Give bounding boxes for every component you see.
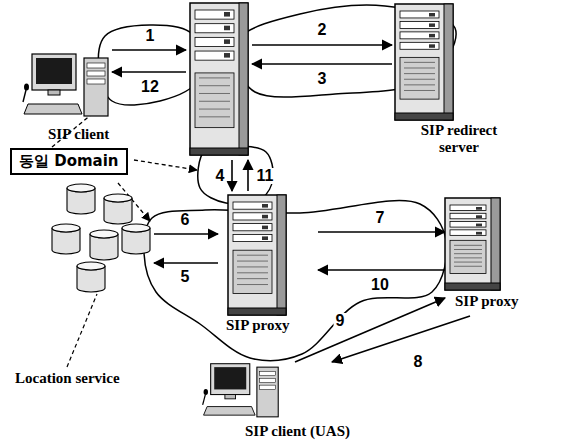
step-number: 8: [412, 354, 425, 370]
client-computer: SIP client: [15, 52, 125, 147]
message-arrow: [252, 63, 392, 65]
step-number: 4: [214, 168, 227, 184]
step-number: 9: [334, 313, 347, 329]
server-icon: [228, 195, 286, 315]
node-label: SIP proxy: [455, 293, 519, 310]
step-number: 11: [255, 168, 276, 184]
step-number: 3: [316, 71, 329, 87]
step-number: 1: [144, 28, 157, 44]
computer-icon: [203, 364, 279, 417]
message-arrow: [231, 160, 233, 191]
redirect-server: SIP redirect server: [388, 4, 521, 159]
node-label: SIP proxy: [226, 317, 290, 334]
leader-line: [67, 294, 97, 367]
proxy-server: SIP proxy: [445, 198, 545, 316]
step-number: 7: [374, 210, 387, 226]
message-arrow: [247, 160, 249, 191]
dashed-pointer: [134, 160, 197, 170]
server-icon: [190, 3, 248, 155]
domain-callout: 동일 Domain: [10, 148, 128, 175]
node-label: SIP client (UAS): [245, 423, 350, 440]
node-illustration: [12, 182, 154, 392]
database-icon: [52, 184, 150, 292]
location-service: Location service: [12, 182, 154, 392]
message-arrow: [295, 298, 445, 362]
message-arrow: [318, 269, 445, 271]
server-icon: [395, 4, 453, 120]
domain-loop: [144, 201, 447, 361]
node-label: Location service: [15, 370, 120, 387]
step-number: 12: [139, 79, 161, 95]
message-arrow: [318, 231, 445, 233]
uas-computer: SIP client (UAS): [200, 362, 385, 442]
message-arrow: [154, 233, 218, 235]
node-label: 동일 Domain: [19, 153, 119, 170]
step-number: 2: [316, 22, 329, 38]
message-arrow: [112, 71, 186, 73]
message-arrow: [154, 262, 218, 264]
step-number: 6: [179, 212, 192, 228]
node-label: SIP redirect server: [400, 122, 518, 157]
computer-icon: [23, 54, 108, 116]
step-number: 10: [369, 277, 391, 293]
domain-loop: [98, 25, 200, 105]
node-label: SIP client: [48, 126, 109, 143]
step-number: 5: [179, 269, 192, 285]
server-icon: [445, 198, 500, 290]
message-arrow: [252, 44, 392, 46]
message-arrow: [332, 316, 470, 362]
message-arrow: [112, 49, 186, 51]
proxy-server: SIP proxy: [218, 195, 318, 340]
